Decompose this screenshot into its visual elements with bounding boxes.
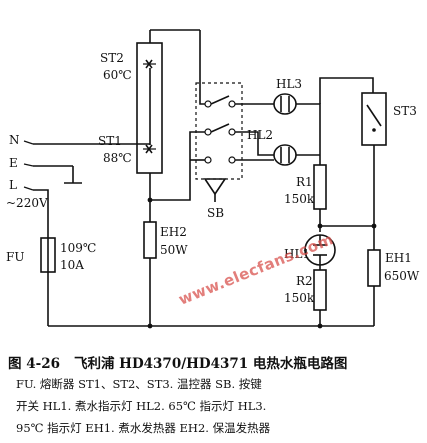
label-voltage: ~220V — [6, 196, 48, 210]
legend-line-1: FU. 熔断器 ST1、ST2、ST3. 温控器 SB. 按键 — [16, 377, 262, 391]
label-fu-temp: 109℃ — [60, 241, 96, 255]
label-r2-val: 150k — [284, 291, 315, 305]
resistor-r2 — [313, 265, 327, 326]
heater-eh2 — [143, 200, 157, 326]
label-r1: R1 — [296, 175, 313, 189]
label-st2-temp: 60℃ — [103, 68, 132, 82]
label-eh1-val: 650W — [384, 269, 420, 283]
circuit-diagram: N E L ~220V ST2 60℃ ST1 88℃ — [6, 29, 420, 329]
legend-line-2: 开关 HL1. 煮水指示灯 HL2. 65℃ 指示灯 HL3. — [16, 399, 267, 413]
label-n: N — [9, 133, 20, 147]
label-r1-val: 150k — [284, 192, 315, 206]
thermostat-st3 — [319, 77, 387, 226]
terminal-n: N — [9, 133, 34, 147]
label-st1-temp: 88℃ — [103, 151, 132, 165]
fuse-fu — [33, 189, 56, 326]
thermostat-st1-st2 — [136, 42, 163, 174]
label-eh1: EH1 — [385, 251, 412, 265]
legend-line-3: 95℃ 指示灯 EH1. 煮水发热器 EH2. 保温发热器 — [16, 421, 271, 435]
label-eh2-val: 50W — [160, 243, 188, 257]
terminal-e: E — [9, 156, 82, 184]
label-st1: ST1 — [98, 134, 122, 148]
label-hl1: HL1 — [284, 247, 310, 261]
switch-sb — [195, 82, 243, 202]
lamp-hl1 — [304, 234, 336, 266]
label-r2: R2 — [296, 274, 313, 288]
label-st3: ST3 — [393, 104, 417, 118]
label-e: E — [9, 156, 18, 170]
terminal-l: L — [9, 178, 34, 192]
figure-caption: 图 4-26 飞利浦 HD4370/HD4371 电热水瓶电路图 — [8, 352, 423, 372]
figure-title: 飞利浦 HD4370/HD4371 电热水瓶电路图 — [73, 356, 348, 372]
label-st2: ST2 — [100, 51, 124, 65]
figure-number: 图 4-26 — [8, 356, 60, 372]
lamp-hl2 — [235, 131, 320, 166]
label-sb: SB — [207, 206, 224, 220]
label-eh2: EH2 — [160, 225, 187, 239]
label-l: L — [9, 178, 17, 192]
resistor-r1 — [313, 164, 327, 232]
label-fu: FU — [6, 250, 24, 264]
heater-eh1 — [367, 226, 381, 326]
label-hl2: HL2 — [247, 128, 273, 142]
label-hl3: HL3 — [276, 77, 302, 91]
label-fu-amp: 10A — [60, 258, 84, 272]
